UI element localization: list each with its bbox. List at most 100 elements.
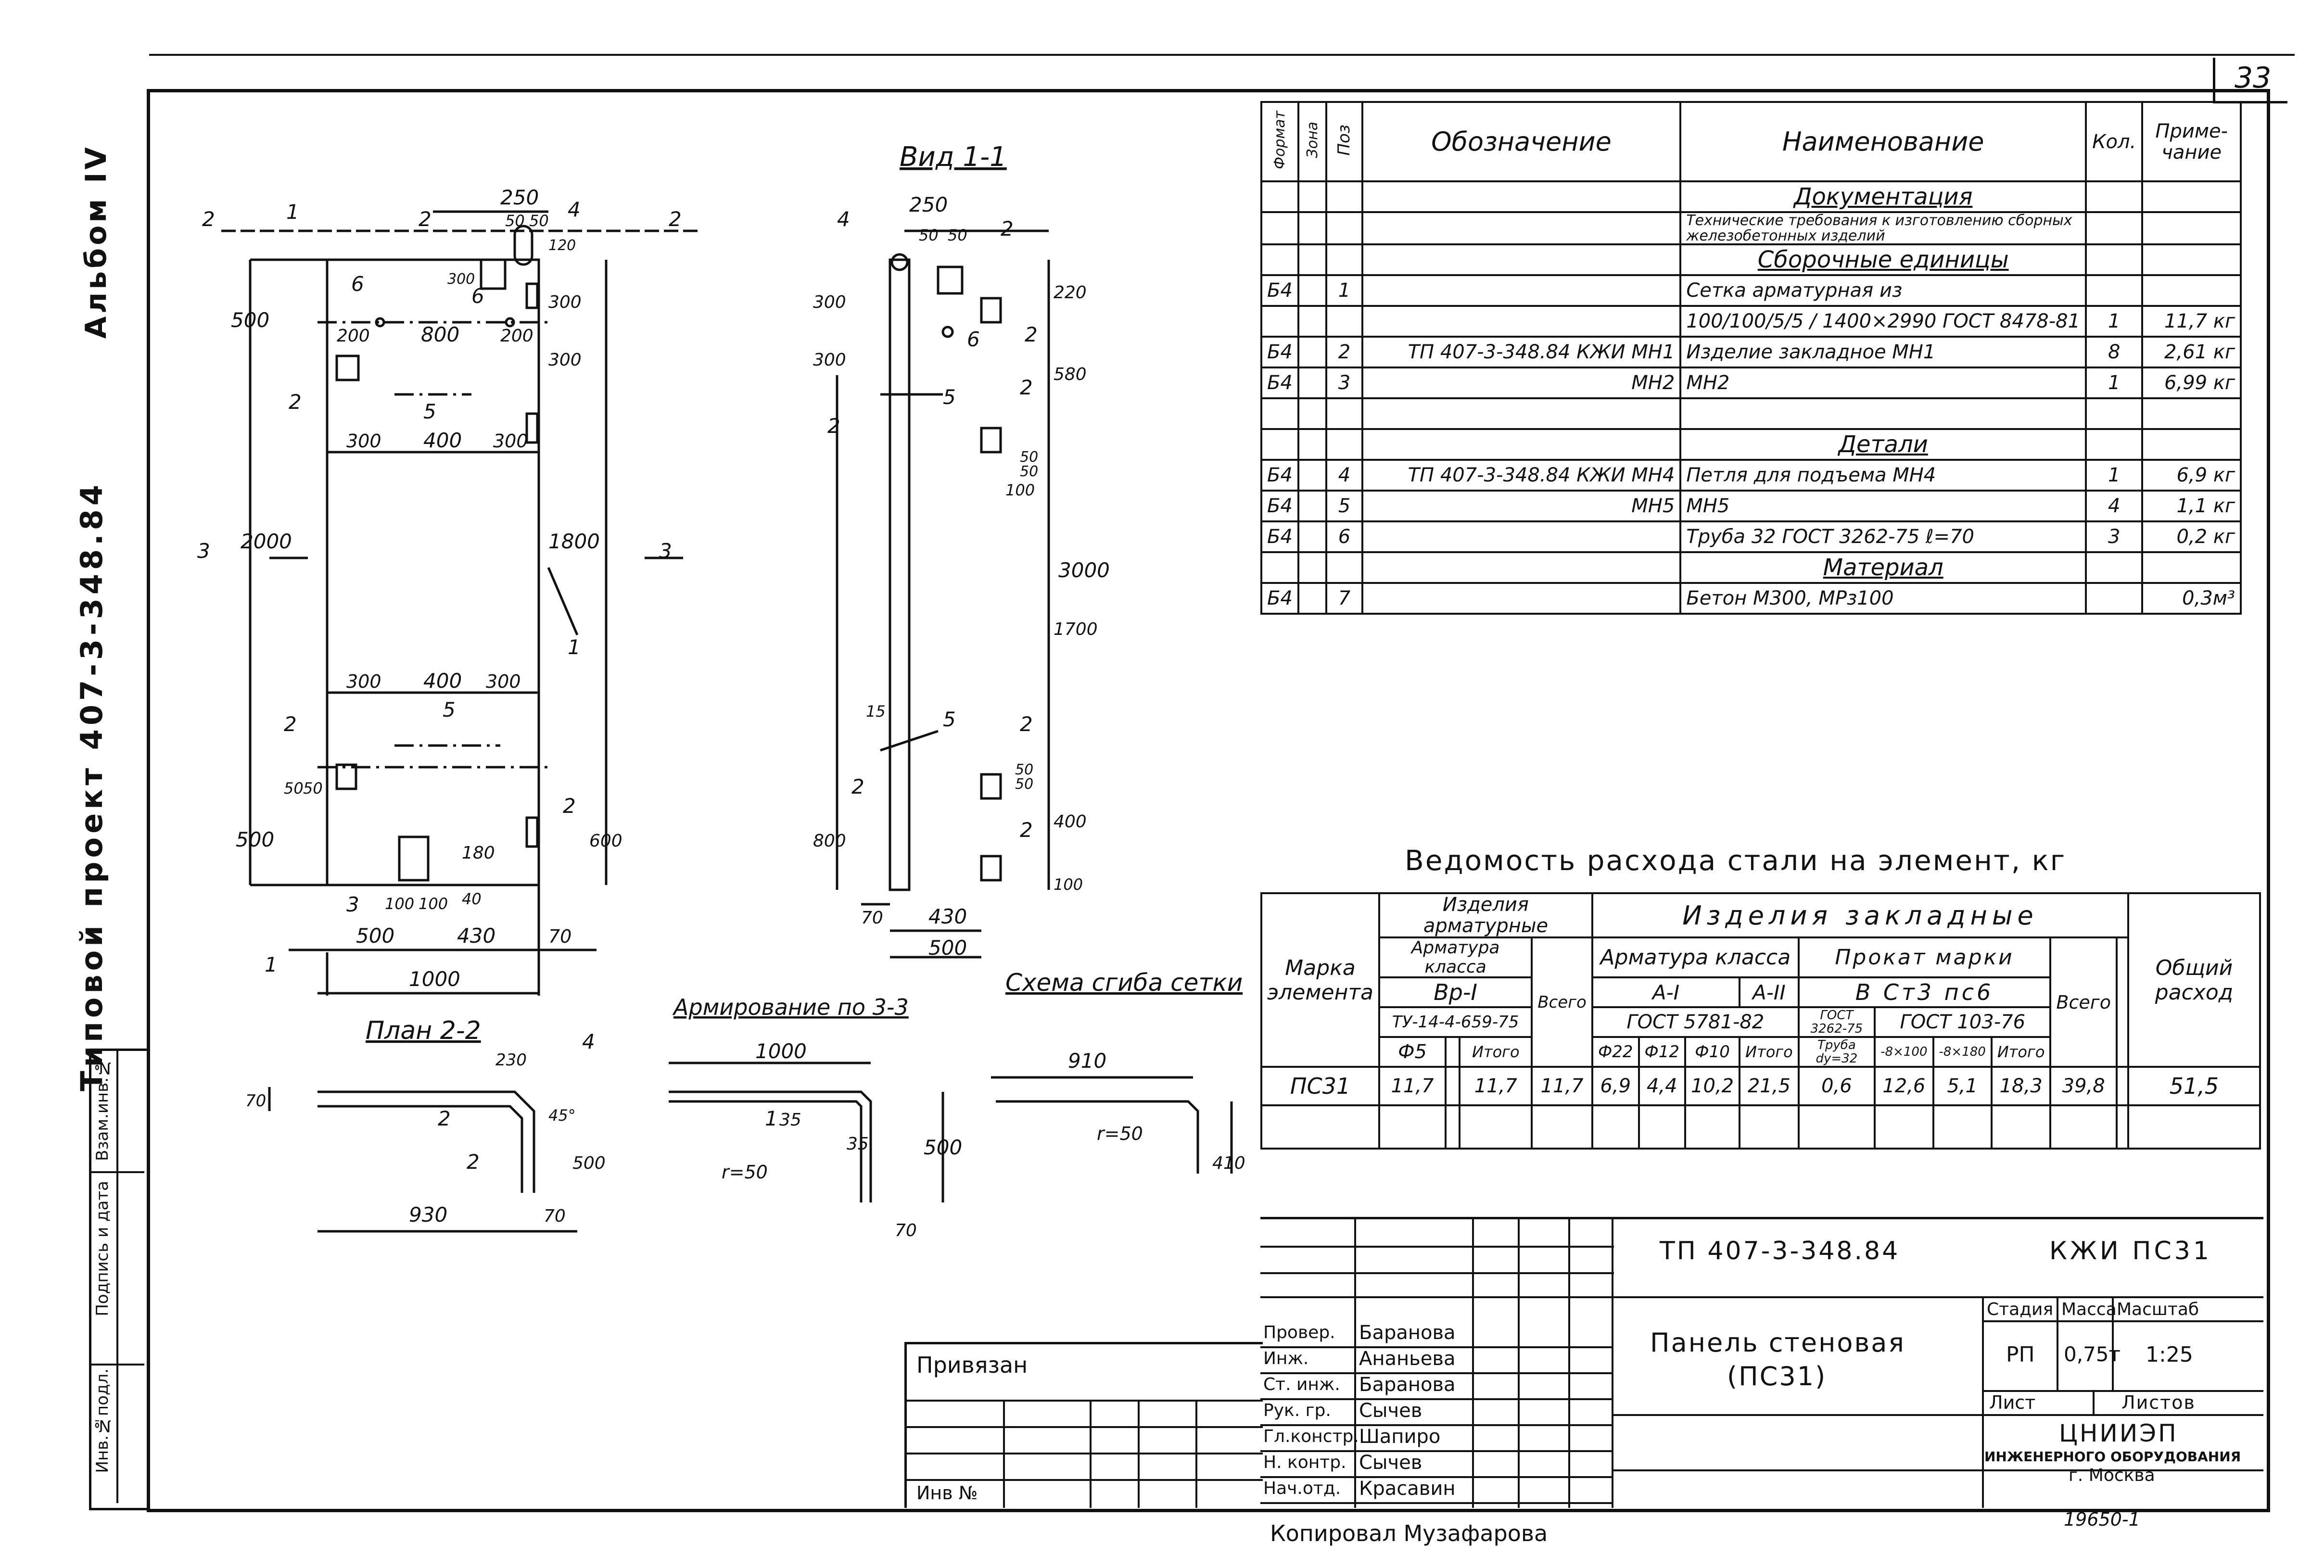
spec-pos: 3 bbox=[1325, 367, 1363, 399]
steel-blank bbox=[1445, 1066, 1461, 1107]
spec-row: Детали bbox=[1260, 428, 2242, 461]
grid-line bbox=[1090, 1400, 1092, 1508]
spec-qty bbox=[2085, 180, 2144, 213]
spec-h-name: Наименование bbox=[1679, 101, 2087, 182]
steel-h-gost3262: ГОСТ 3262-75 bbox=[1797, 1006, 1876, 1038]
spec-designation bbox=[1361, 520, 1682, 553]
dim-text: 6 bbox=[471, 284, 484, 308]
bend-scheme bbox=[991, 1076, 1233, 1174]
steel-h-itogo1: Итого bbox=[1459, 1036, 1533, 1068]
dim-text: 500 bbox=[924, 1136, 962, 1159]
spec-table: Формат Зона Поз Обозначение Наименование… bbox=[1260, 101, 2242, 615]
role-label: Ст. инж. bbox=[1263, 1375, 1340, 1394]
steel-d22: 6,9 bbox=[1591, 1066, 1640, 1107]
spec-row: Материал bbox=[1260, 551, 2242, 584]
steel-total2: 39,8 bbox=[2049, 1066, 2118, 1107]
embedded-plate bbox=[980, 297, 1002, 324]
steel-hrow-1: Марка элемента Изделия арматурные Издели… bbox=[1260, 892, 2261, 1068]
spec-note bbox=[2141, 211, 2242, 245]
spec-zone bbox=[1297, 551, 1328, 584]
dim-text: 50 bbox=[284, 779, 304, 797]
dim-text: 1000 bbox=[409, 967, 460, 991]
steel-d5: 11,7 bbox=[1378, 1066, 1447, 1107]
org-city: г. Москва bbox=[2069, 1466, 2155, 1485]
dim-text: 2000 bbox=[241, 530, 292, 553]
plan-outline bbox=[317, 1090, 535, 1193]
spec-fmt: Б4 bbox=[1260, 336, 1299, 368]
steel-h-a1: А-I bbox=[1591, 976, 1741, 1009]
spec-zone bbox=[1297, 336, 1328, 368]
rebar bbox=[669, 1090, 872, 1202]
side-view-title: Вид 1-1 bbox=[900, 141, 1007, 173]
dim-text: 500 bbox=[572, 1153, 606, 1173]
dim-text: 2 bbox=[438, 1107, 451, 1130]
spec-note: 0,3м³ bbox=[2141, 582, 2242, 615]
grid-line bbox=[1982, 1320, 2263, 1322]
embedded-plate bbox=[980, 855, 1002, 882]
steel-overall: 51,5 bbox=[2127, 1066, 2261, 1107]
section-mark: 3 bbox=[659, 539, 672, 563]
dim-text: 2 bbox=[419, 207, 432, 231]
dim-text: 250 bbox=[909, 193, 948, 216]
embedded-plate bbox=[980, 427, 1002, 454]
front-panel-outline bbox=[326, 258, 540, 886]
spec-name bbox=[1679, 397, 2087, 430]
spec-designation bbox=[1361, 180, 1682, 213]
spec-designation bbox=[1361, 243, 1682, 276]
spec-row: Сборочные единицы bbox=[1260, 243, 2242, 276]
dim-text: 300 bbox=[346, 430, 381, 452]
steel-h-blank bbox=[1445, 1036, 1461, 1068]
steel-d10: 10,2 bbox=[1684, 1066, 1741, 1107]
copied-by: Копировал Музафарова bbox=[1270, 1520, 1548, 1546]
dim-text: 100 bbox=[1054, 875, 1083, 894]
grid-line bbox=[1260, 1272, 1614, 1274]
dim-text: 2 bbox=[827, 414, 840, 438]
org-sub: ИНЖЕНЕРНОГО ОБОРУДОВАНИЯ bbox=[1984, 1449, 2241, 1465]
spec-qty: 1 bbox=[2085, 305, 2144, 338]
grid-line bbox=[907, 1453, 1263, 1454]
dim-text: 220 bbox=[1054, 283, 1087, 303]
spec-designation bbox=[1361, 211, 1682, 245]
steel-h-overall: Общий расход bbox=[2127, 892, 2261, 1068]
spec-fmt bbox=[1260, 551, 1299, 584]
dim-text: 400 bbox=[1054, 812, 1087, 832]
grid-line bbox=[2112, 1296, 2114, 1390]
grid-line bbox=[1518, 1219, 1520, 1508]
steel-hrow-3: Вр-I А-I А-II В Ст3 пс6 bbox=[1261, 976, 2260, 1009]
spec-qty: 3 bbox=[2085, 520, 2144, 553]
dim-text: 300 bbox=[346, 671, 381, 692]
dim-text: 3 bbox=[346, 893, 359, 916]
role-name: Шапиро bbox=[1359, 1426, 1441, 1448]
dim-text: 300 bbox=[813, 350, 846, 370]
dim-text: 35 bbox=[847, 1134, 869, 1154]
spec-name: Труба 32 ГОСТ 3262-75 ℓ=70 bbox=[1679, 520, 2087, 553]
spec-designation: МН5 bbox=[1361, 490, 1682, 522]
grid-line bbox=[1260, 1476, 1612, 1478]
grid-line bbox=[1260, 1502, 1612, 1504]
sheet-number-box: 33 bbox=[2213, 58, 2287, 103]
title-block: ТП 407-3-348.84 КЖИ ПС31 Провер.Баранова… bbox=[1260, 1217, 2263, 1508]
dim-text: 45° bbox=[548, 1106, 576, 1125]
dim-text: 2 bbox=[1001, 217, 1014, 240]
spec-pos: 4 bbox=[1325, 459, 1363, 492]
steel-pipe: 0,6 bbox=[1797, 1066, 1876, 1107]
spec-pos bbox=[1325, 428, 1363, 461]
spec-designation bbox=[1361, 428, 1682, 461]
spec-designation bbox=[1361, 582, 1682, 615]
spec-pos: 5 bbox=[1325, 490, 1363, 522]
spec-fmt bbox=[1260, 428, 1299, 461]
dim-text: 600 bbox=[589, 831, 622, 851]
steel-h-itogo3: Итого bbox=[1990, 1036, 2052, 1068]
grid-line bbox=[1612, 1219, 1613, 1508]
spec-name: Сетка арматурная из bbox=[1679, 274, 2087, 307]
role-name: Ананьева bbox=[1359, 1348, 1456, 1370]
dim-text: 300 bbox=[447, 271, 475, 288]
spec-qty: 1 bbox=[2085, 367, 2144, 399]
spec-name: Документация bbox=[1679, 180, 2087, 213]
spec-name: Сборочные единицы bbox=[1679, 243, 2087, 276]
scale-value: 1:25 bbox=[2146, 1342, 2193, 1367]
grid-line bbox=[1260, 1424, 1612, 1426]
steel-d12: 4,4 bbox=[1638, 1066, 1687, 1107]
